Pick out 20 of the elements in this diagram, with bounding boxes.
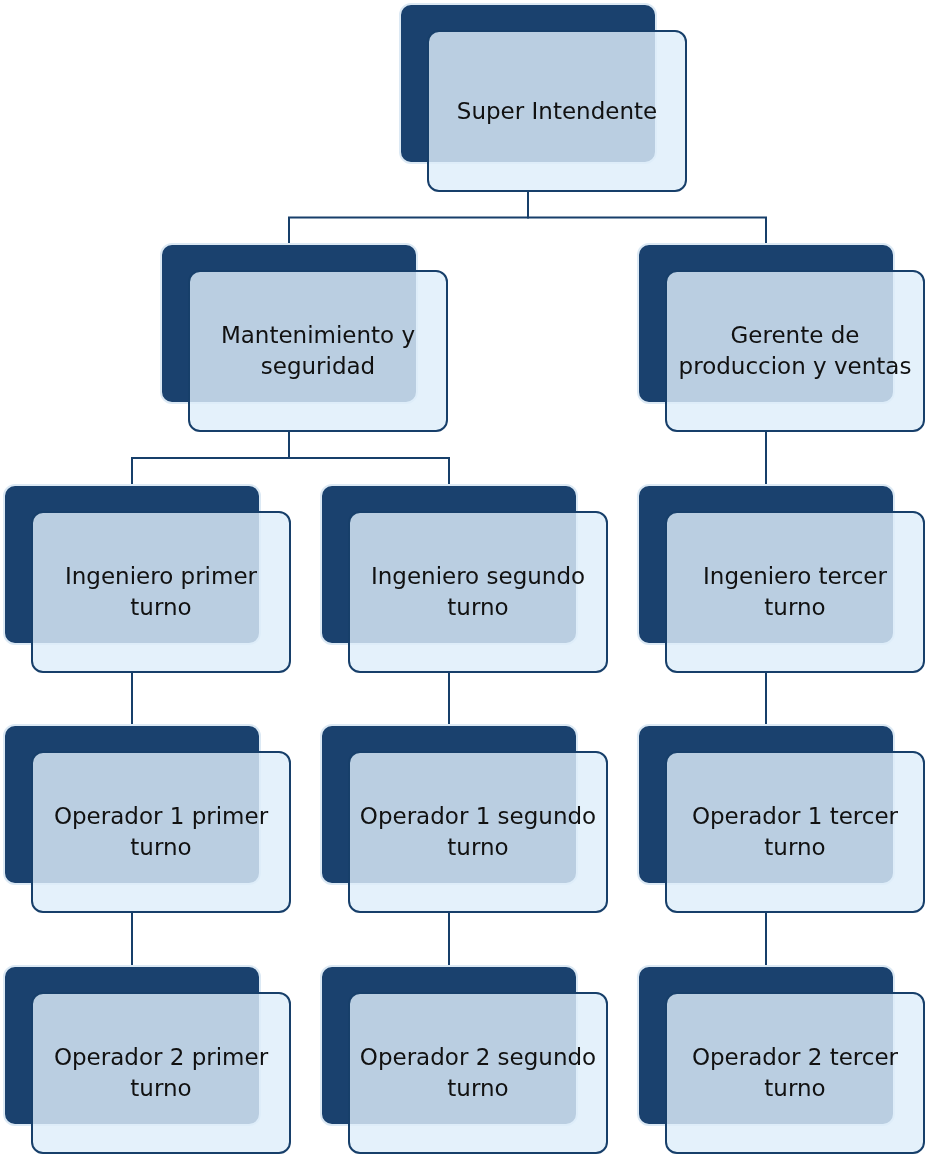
node-label: Mantenimiento y seguridad [219,321,417,381]
connector-line [527,191,767,244]
node-label: Ingeniero tercer turno [702,562,888,622]
node-label: Operador 1 tercer turno [690,802,900,862]
connector-line [131,912,133,966]
connector-line [448,672,450,725]
node-label: Ingeniero primer turno [64,562,258,622]
node-label: Operador 1 primer turno [52,802,270,862]
connector-line [765,431,767,485]
node-label: Operador 2 tercer turno [690,1043,900,1103]
connector-line [131,672,133,725]
connector-line [765,672,767,725]
node-label: Operador 2 segundo turno [358,1043,598,1103]
node-label: Ingeniero segundo turno [369,562,587,622]
node-label: Operador 2 primer turno [52,1043,270,1103]
connector-line [765,912,767,966]
node-label: Gerente de produccion y ventas [677,321,913,381]
connector-line [448,912,450,966]
node-label: Super Intendente [456,96,658,126]
node-label: Operador 1 segundo turno [358,802,598,862]
